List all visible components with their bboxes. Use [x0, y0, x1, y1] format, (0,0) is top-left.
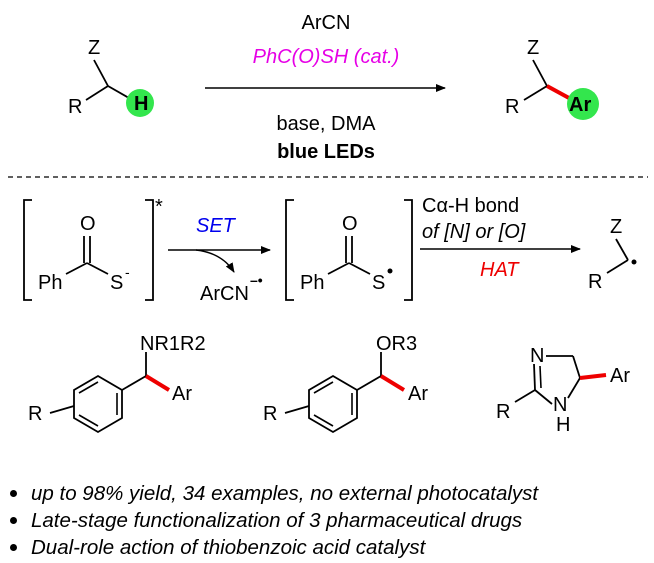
reagent-arcn: ArCN	[302, 12, 351, 34]
top-substrate: Z R H	[68, 37, 154, 118]
anion-charge: -	[125, 264, 130, 280]
byproduct-curved-arrow	[195, 249, 235, 273]
product-ar: Ar	[569, 94, 591, 116]
ether-substituent: OR3	[376, 333, 417, 355]
hat-label: HAT	[480, 259, 520, 281]
product-imidazoline: N N H R Ar	[496, 345, 630, 436]
highlight-text: Dual-role action of thiobenzoic acid cat…	[31, 536, 426, 559]
thiobenzoate-anion: * O Ph S -	[23, 196, 163, 301]
product-z: Z	[527, 37, 539, 59]
anion-s: S	[110, 272, 123, 294]
highlight-text: Late-stage functionalization of 3 pharma…	[31, 509, 523, 532]
set-label: SET	[196, 215, 237, 237]
carbon-radical-dot	[631, 259, 637, 265]
thiyl-radical: O Ph S	[285, 199, 413, 301]
cradical-r: R	[588, 271, 602, 293]
highlight-item: up to 98% yield, 34 examples, no externa…	[10, 480, 650, 507]
product-benzylamine: NR1R2 R Ar	[28, 333, 206, 434]
reagent-catalyst: PhC(O)SH (cat.)	[253, 46, 400, 68]
imidazoline-nh: N	[553, 394, 567, 416]
ar-highlight-circle	[567, 88, 599, 120]
substrate-r: R	[68, 96, 82, 118]
radical-s: S	[372, 272, 385, 294]
imidazoline-n: N	[530, 345, 544, 367]
imidazoline-h: H	[556, 414, 570, 436]
imidazoline-ar: Ar	[610, 365, 630, 387]
anion-ph: Ph	[38, 272, 62, 294]
amine-r: R	[28, 403, 42, 425]
highlight-item: Dual-role action of thiobenzoic acid cat…	[10, 534, 650, 561]
excited-state-star: *	[155, 196, 163, 218]
product-benzyl-ether: OR3 R Ar	[263, 333, 428, 434]
product-r: R	[505, 96, 519, 118]
highlight-text: up to 98% yield, 34 examples, no externa…	[31, 482, 539, 505]
bullet-dot	[10, 544, 17, 551]
cradical-z: Z	[610, 216, 622, 238]
byproduct-arcn: ArCN	[200, 283, 249, 305]
new-c-ar-bond	[546, 84, 570, 100]
radical-anion-sign: –•	[250, 272, 263, 288]
reaction-scheme: Z R H ArCN PhC(O)SH (cat.) base, DMA blu…	[8, 12, 648, 436]
anion-o: O	[80, 213, 96, 235]
carbon-radical: Z R	[588, 216, 637, 293]
substrate-z: Z	[88, 37, 100, 59]
condition-base-solvent: base, DMA	[277, 113, 377, 135]
bullet-dot	[10, 490, 17, 497]
amine-substituent: NR1R2	[140, 333, 206, 355]
condition-light: blue LEDs	[277, 141, 375, 163]
top-product: Z R Ar	[505, 37, 599, 120]
h-highlight-circle	[126, 89, 154, 117]
radical-ph: Ph	[300, 272, 324, 294]
hat-condition-2: of [N] or [O]	[422, 221, 526, 243]
highlights-list: up to 98% yield, 34 examples, no externa…	[10, 480, 650, 561]
hat-condition-1: Cα-H bond	[422, 195, 519, 217]
highlight-item: Late-stage functionalization of 3 pharma…	[10, 507, 650, 534]
ether-r: R	[263, 403, 277, 425]
substrate-h: H	[134, 93, 148, 115]
imidazoline-r: R	[496, 401, 510, 423]
radical-o: O	[342, 213, 358, 235]
ether-ar: Ar	[408, 383, 428, 405]
bullet-dot	[10, 517, 17, 524]
thiyl-radical-dot	[387, 268, 393, 274]
amine-ar: Ar	[172, 383, 192, 405]
